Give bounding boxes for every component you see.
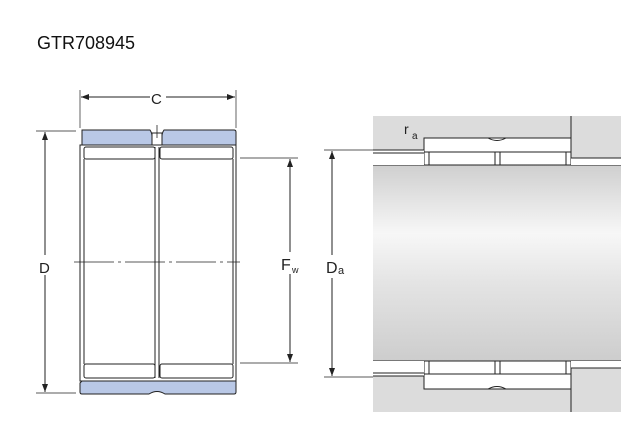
label-D: D — [39, 260, 50, 277]
label-Da-sub: a — [338, 265, 345, 277]
label-ra-sub: a — [412, 131, 418, 142]
product-title: GTR708945 — [37, 33, 136, 53]
outer-ring-bottom — [79, 380, 237, 395]
label-Fw: F — [281, 257, 291, 274]
shaft — [373, 165, 621, 361]
mounting-view — [324, 116, 621, 412]
label-ra: r — [404, 121, 409, 137]
label-C: C — [151, 91, 162, 108]
bearing-section-view — [36, 90, 298, 395]
label-Da: D — [326, 260, 338, 277]
label-Fw-sub: w — [291, 265, 299, 275]
